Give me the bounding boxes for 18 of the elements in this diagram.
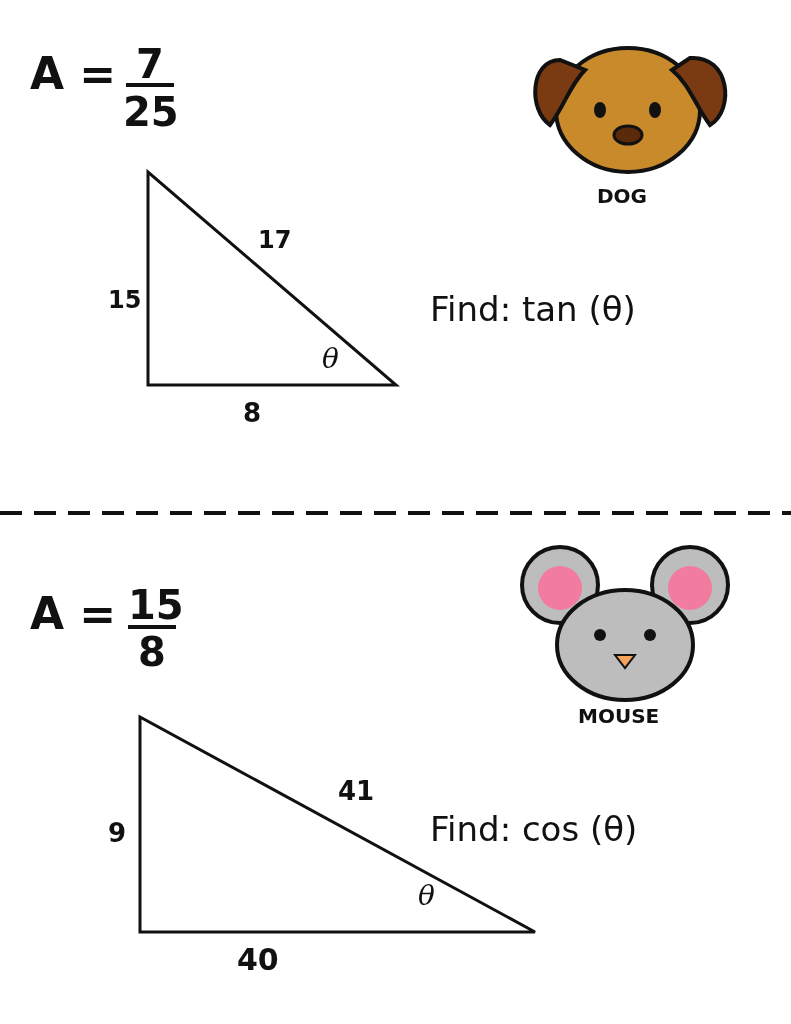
denominator: 8 (138, 632, 166, 672)
angle-label: θ (418, 882, 435, 910)
numerator: 15 (128, 585, 184, 625)
equation-text: A = (30, 52, 117, 96)
equation-text: A = (30, 592, 117, 636)
side-length: 9 (108, 820, 127, 846)
side-length: 40 (237, 945, 279, 975)
denominator: 25 (123, 92, 179, 132)
question-text: Find: cos (θ) (430, 812, 638, 846)
question-text: Find: tan (θ) (430, 292, 636, 326)
side-length: 8 (243, 400, 262, 426)
animal-caption: DOG (597, 186, 648, 206)
side-length: 17 (258, 228, 292, 252)
angle-label: θ (322, 345, 339, 373)
numerator: 7 (136, 44, 164, 84)
side-length: 15 (108, 288, 142, 312)
animal-caption: MOUSE (578, 706, 660, 726)
side-length: 41 (338, 778, 375, 804)
